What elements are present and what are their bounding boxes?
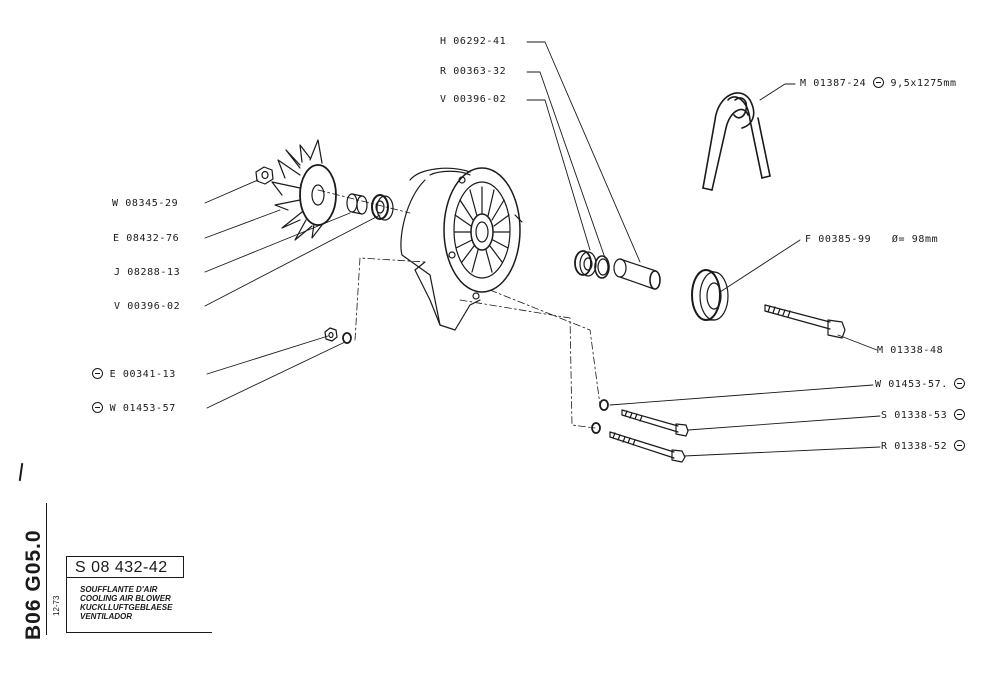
- title-line-de: KUCKLLUFTGEBLAESE: [80, 603, 173, 612]
- leader-r01338: [683, 446, 881, 457]
- snap-ring-r00363: [594, 255, 610, 279]
- label-m01338: M 01338-48: [877, 345, 944, 356]
- lower-bolt-axis: [459, 299, 596, 429]
- label-e08432: E 08432-76: [113, 233, 180, 244]
- label-m01387-spec: 9,5x1275mm: [890, 78, 957, 89]
- bolt-r01338-52: [609, 431, 686, 463]
- leader-s01338: [687, 415, 881, 431]
- fan-axis: [317, 189, 411, 214]
- label-f00385-spec: Ø= 98mm: [891, 234, 939, 245]
- leader-v00396-left: [204, 214, 381, 307]
- label-m01387-row: M 01387-24 9,5x1275mm: [800, 77, 957, 90]
- fan-nut: [255, 166, 274, 185]
- minus-circle-icon: [92, 402, 103, 413]
- leader-lines: [204, 41, 881, 457]
- leader-e08432: [204, 209, 281, 239]
- spacer-sleeve: [346, 193, 368, 215]
- label-e00341: E 00341-13: [109, 369, 176, 380]
- minus-circle-icon: [872, 77, 884, 88]
- leader-e00341: [206, 335, 329, 375]
- label-w01453-right-row: W 01453-57.: [875, 378, 966, 391]
- label-j08288: J 08288-13: [114, 267, 181, 278]
- title-line-es: VENTILADOR: [80, 612, 132, 621]
- upper-bolt-axis: [489, 289, 601, 406]
- leader-h06292: [526, 41, 641, 263]
- minus-circle-icon: [92, 368, 103, 379]
- leader-f00385: [719, 239, 801, 293]
- label-r01338: R 01338-52: [881, 441, 948, 452]
- leader-m01387: [759, 83, 796, 101]
- title-line-en: COOLING AIR BLOWER: [80, 594, 171, 603]
- label-r00363: R 00363-32: [440, 66, 507, 77]
- blower-housing: [400, 167, 523, 331]
- nut-axis: [354, 257, 426, 341]
- label-h06292: H 06292-41: [440, 36, 507, 47]
- washer-w01453-right: [599, 399, 609, 411]
- leader-j08288: [204, 212, 351, 273]
- label-f00385-row: F 00385-99 Ø= 98mm: [805, 234, 938, 246]
- leader-w01453-left: [206, 341, 346, 409]
- hex-nut-e00341: [324, 327, 338, 342]
- label-w01453-left: W 01453-57: [109, 403, 176, 414]
- label-s01338: S 01338-53: [881, 410, 948, 421]
- leader-v00396-top: [526, 99, 591, 251]
- minus-circle-icon: [953, 409, 965, 420]
- title-line-fr: SOUFFLANTE D'AIR: [80, 585, 158, 594]
- label-w08345: W 08345-29: [112, 198, 179, 209]
- leader-m01338: [837, 334, 878, 351]
- small-bearing: [371, 194, 394, 221]
- fan-wheel: [271, 139, 337, 241]
- v-belt-m01387: [702, 92, 771, 191]
- assembly-part-number: S 08 432-42: [66, 556, 184, 578]
- minus-circle-icon: [953, 440, 965, 451]
- label-r01338-row: R 01338-52: [881, 440, 965, 453]
- assembly-axes: [317, 189, 601, 429]
- label-w01453-right: W 01453-57.: [875, 379, 948, 390]
- label-v00396-top: V 00396-02: [440, 94, 507, 105]
- sheet-date: 12-73: [52, 595, 61, 616]
- leader-r00363: [526, 71, 606, 259]
- label-w01453-left-row: W 01453-57: [92, 402, 176, 415]
- washer-w01453-left: [342, 332, 352, 344]
- pulley-f00385: [691, 269, 729, 321]
- label-s01338-row: S 01338-53: [881, 409, 965, 422]
- label-v00396-left: V 00396-02: [114, 301, 181, 312]
- sheet-code-strip: [24, 503, 47, 635]
- label-m01387: M 01387-24: [800, 78, 867, 89]
- sleeve-h06292: [613, 258, 661, 290]
- label-f00385: F 00385-99: [805, 234, 872, 245]
- bolt-m01338-48: [764, 304, 846, 339]
- leader-w01453-right: [609, 384, 874, 406]
- leader-w08345: [204, 179, 259, 204]
- minus-circle-icon: [954, 378, 966, 389]
- bolt-s01338-53: [621, 409, 689, 437]
- sheet-code: B06 G05.0: [22, 529, 45, 640]
- assembly-title: SOUFFLANTE D'AIR COOLING AIR BLOWER KUCK…: [80, 585, 172, 621]
- label-e00341-row: E 00341-13: [92, 368, 176, 381]
- bearing-v00396: [574, 250, 597, 277]
- title-block: [66, 578, 212, 633]
- washer-r01338-lower: [591, 422, 601, 434]
